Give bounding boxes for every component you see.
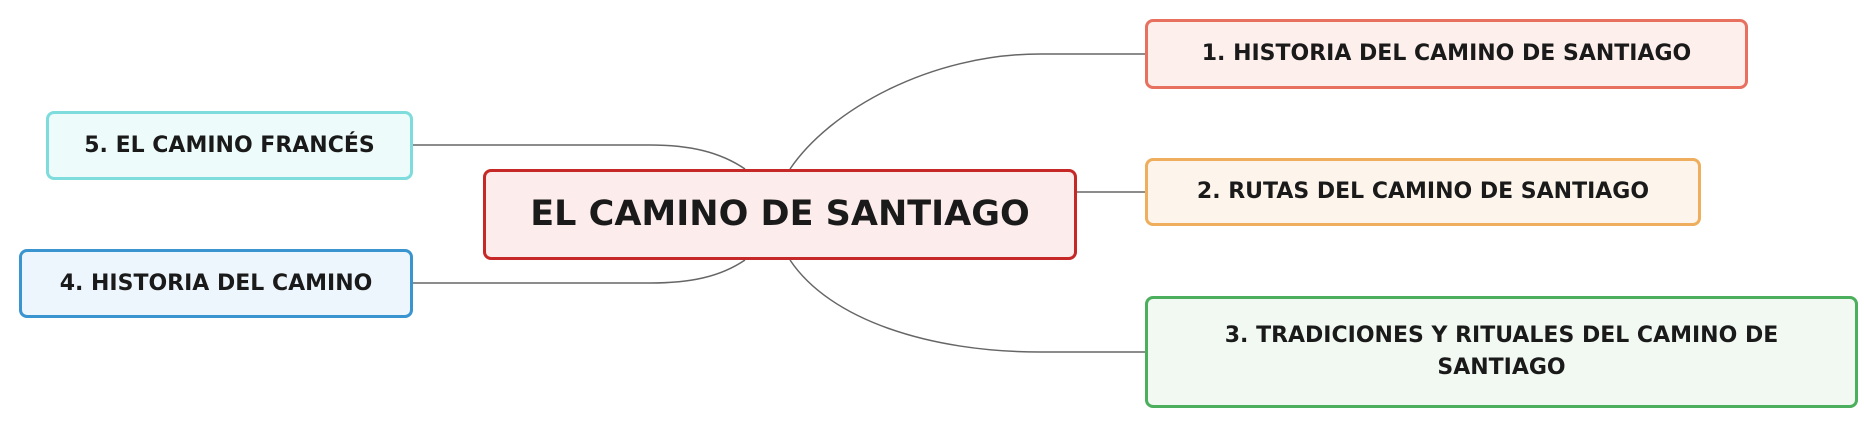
central-topic[interactable]: EL CAMINO DE SANTIAGO — [483, 169, 1077, 260]
central-topic-label: EL CAMINO DE SANTIAGO — [530, 194, 1030, 235]
branch-el-camino-frances[interactable]: 5. EL CAMINO FRANCÉS — [46, 111, 413, 180]
branch-historia-del-camino-de-santiago[interactable]: 1. HISTORIA DEL CAMINO DE SANTIAGO — [1145, 19, 1748, 89]
branch-historia-del-camino[interactable]: 4. HISTORIA DEL CAMINO — [19, 249, 413, 318]
connector-4 — [413, 259, 746, 284]
branch-label: 5. EL CAMINO FRANCÉS — [84, 132, 375, 158]
connector-3 — [789, 259, 1145, 353]
branch-tradiciones-y-rituales[interactable]: 3. TRADICIONES Y RITUALES DEL CAMINO DE … — [1145, 296, 1858, 408]
branch-label: 3. TRADICIONES Y RITUALES DEL CAMINO DE … — [1224, 323, 1779, 380]
branch-label: 1. HISTORIA DEL CAMINO DE SANTIAGO — [1201, 41, 1692, 67]
connector-1 — [789, 53, 1145, 170]
connector-5 — [413, 144, 746, 170]
branch-rutas-del-camino-de-santiago[interactable]: 2. RUTAS DEL CAMINO DE SANTIAGO — [1145, 158, 1701, 226]
branch-label: 4. HISTORIA DEL CAMINO — [59, 270, 373, 296]
branch-label: 2. RUTAS DEL CAMINO DE SANTIAGO — [1196, 179, 1650, 205]
